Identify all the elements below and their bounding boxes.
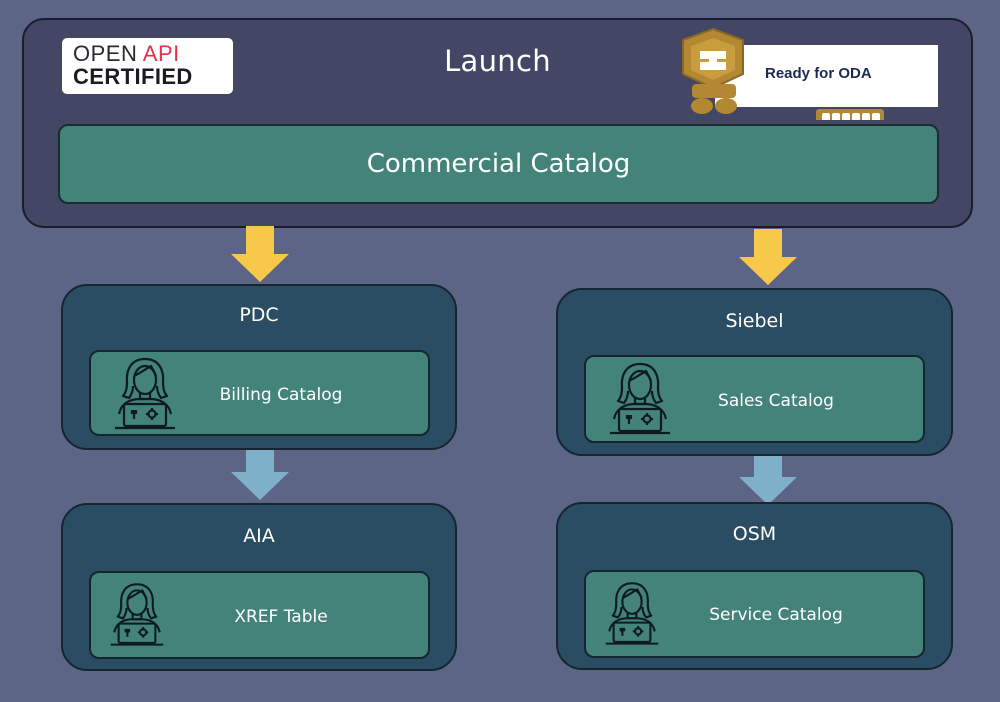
pdc-title: PDC xyxy=(239,304,279,326)
aia-title: AIA xyxy=(243,525,275,547)
openapi-open-text: OPEN xyxy=(73,41,138,66)
xref-table-label: XREF Table xyxy=(234,607,328,627)
service-catalog-box: Service Catalog xyxy=(584,570,925,658)
billing-catalog-box: Billing Catalog xyxy=(89,350,430,436)
person-laptop-icon xyxy=(605,582,659,645)
aia-box: AIA XREF Table xyxy=(61,503,457,671)
osm-title: OSM xyxy=(732,523,777,545)
billing-catalog-label: Billing Catalog xyxy=(219,385,343,405)
openapi-api-text: API xyxy=(142,41,180,66)
xref-table-box: XREF Table xyxy=(89,571,430,659)
openapi-certified-badge: OPEN API CERTIFIED xyxy=(62,38,233,94)
launch-title: Launch xyxy=(444,44,551,78)
person-laptop-icon xyxy=(110,583,164,646)
person-laptop-icon xyxy=(610,362,670,435)
arrow-down-to-aia-icon xyxy=(231,444,289,500)
oda-label: Ready for ODA xyxy=(765,65,872,82)
osm-box: OSM Service Catalog xyxy=(556,502,953,670)
oda-banner: Ready for ODA xyxy=(715,45,938,107)
commercial-catalog-label: Commercial Catalog xyxy=(366,149,631,179)
siebel-title: Siebel xyxy=(725,310,784,332)
person-laptop-icon xyxy=(115,357,175,430)
commercial-catalog-bar: Commercial Catalog xyxy=(58,124,939,204)
sales-catalog-label: Sales Catalog xyxy=(718,391,834,411)
siebel-box: Siebel Sales Catalog xyxy=(556,288,953,456)
arrow-down-to-siebel-icon xyxy=(739,229,797,285)
sales-catalog-box: Sales Catalog xyxy=(584,355,925,443)
pdc-box: PDC Billing Catalog xyxy=(61,284,457,450)
service-catalog-label: Service Catalog xyxy=(709,605,843,625)
oda-mascot-icon xyxy=(682,28,884,120)
arrow-down-to-osm-icon xyxy=(739,449,797,505)
arrow-down-to-pdc-icon xyxy=(231,226,289,282)
launch-panel: Launch OPEN API CERTIFIED Ready for ODA xyxy=(22,18,973,228)
openapi-certified-text: CERTIFIED xyxy=(73,64,193,89)
ready-for-oda-badge: Ready for ODA xyxy=(680,28,946,120)
